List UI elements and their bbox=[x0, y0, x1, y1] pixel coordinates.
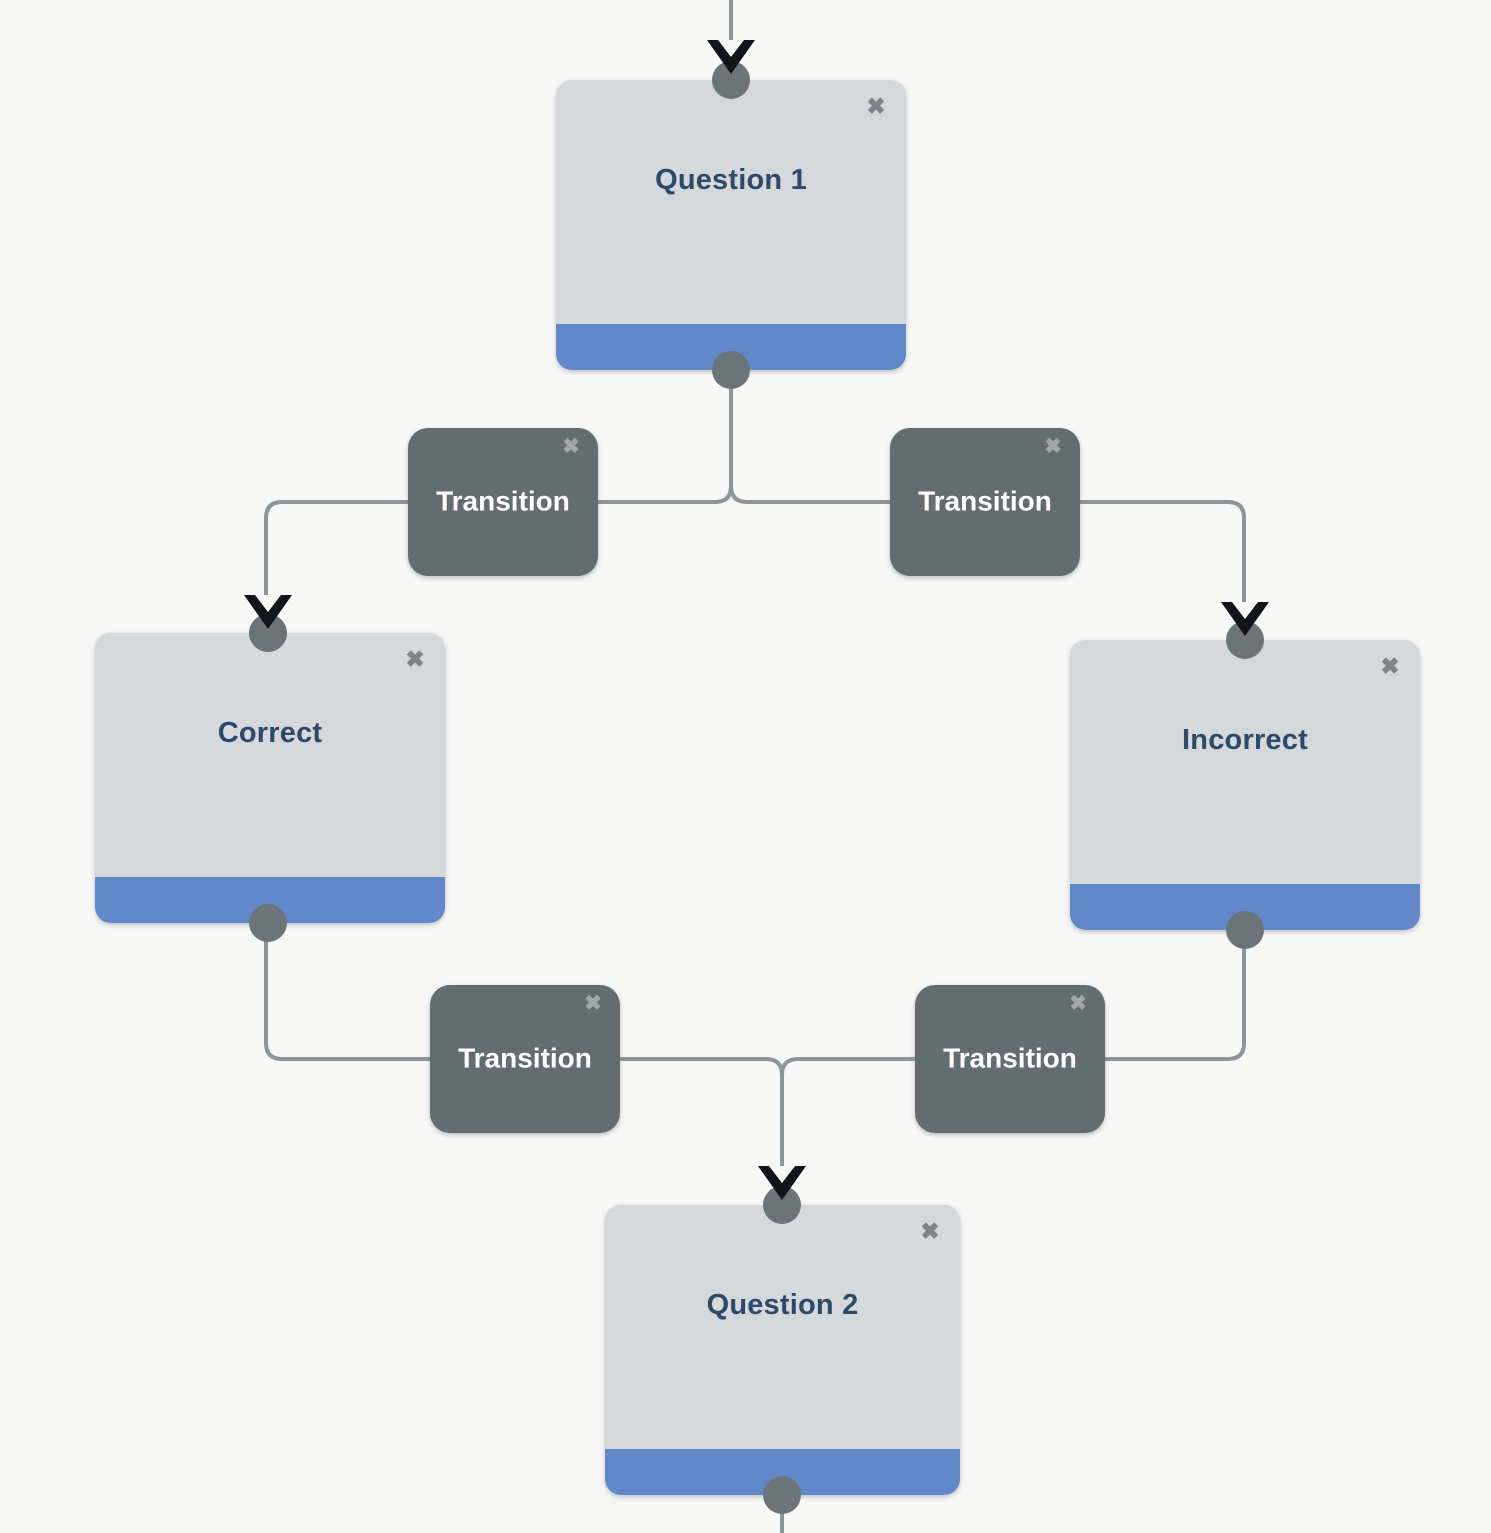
node-transition-top-right[interactable]: Transition ✖ bbox=[890, 428, 1080, 576]
edge-incorrect-to-transition-br bbox=[1103, 930, 1246, 1061]
close-icon[interactable]: ✖ bbox=[866, 93, 886, 119]
port-incorrect-out[interactable] bbox=[1226, 911, 1264, 949]
node-title: Question 2 bbox=[706, 1289, 859, 1321]
transition-label: Transition bbox=[918, 485, 1052, 517]
node-title: Question 1 bbox=[655, 164, 807, 196]
node-body bbox=[605, 1205, 960, 1449]
edge-transition-bl-to-question2 bbox=[618, 1057, 784, 1178]
transition-label: Transition bbox=[943, 1042, 1077, 1074]
edge-question1-to-transition-tr bbox=[729, 484, 892, 504]
close-icon[interactable]: ✖ bbox=[920, 1218, 940, 1244]
transition-label: Transition bbox=[458, 1042, 592, 1074]
edge-correct-to-transition-bl bbox=[264, 923, 432, 1061]
port-correct-out[interactable] bbox=[249, 904, 287, 942]
node-correct[interactable]: Correct ✖ bbox=[95, 633, 445, 923]
port-question1-out[interactable] bbox=[712, 351, 750, 389]
port-question2-out[interactable] bbox=[763, 1476, 801, 1514]
node-transition-top-left[interactable]: Transition ✖ bbox=[408, 428, 598, 576]
edge-transition-tr-to-incorrect bbox=[1078, 500, 1246, 618]
node-body bbox=[95, 633, 445, 877]
node-body bbox=[556, 80, 906, 324]
node-body bbox=[1070, 640, 1420, 884]
node-title: Incorrect bbox=[1182, 724, 1308, 756]
edge-question1-to-transition-tl bbox=[596, 484, 733, 504]
node-transition-bottom-right[interactable]: Transition ✖ bbox=[915, 985, 1105, 1133]
transition-label: Transition bbox=[436, 485, 570, 517]
node-incorrect[interactable]: Incorrect ✖ bbox=[1070, 640, 1420, 930]
edge-transition-tl-to-correct bbox=[264, 500, 410, 612]
edge-transition-br-to-question2 bbox=[780, 1057, 917, 1178]
close-icon[interactable]: ✖ bbox=[1044, 435, 1062, 458]
close-icon[interactable]: ✖ bbox=[1380, 653, 1400, 679]
node-question2[interactable]: Question 2 ✖ bbox=[605, 1205, 960, 1495]
node-question1[interactable]: Question 1 ✖ bbox=[556, 80, 906, 370]
node-title: Correct bbox=[217, 717, 323, 749]
close-icon[interactable]: ✖ bbox=[405, 646, 425, 672]
close-icon[interactable]: ✖ bbox=[1069, 992, 1087, 1015]
close-icon[interactable]: ✖ bbox=[584, 992, 602, 1015]
close-icon[interactable]: ✖ bbox=[562, 435, 580, 458]
node-transition-bottom-left[interactable]: Transition ✖ bbox=[430, 985, 620, 1133]
